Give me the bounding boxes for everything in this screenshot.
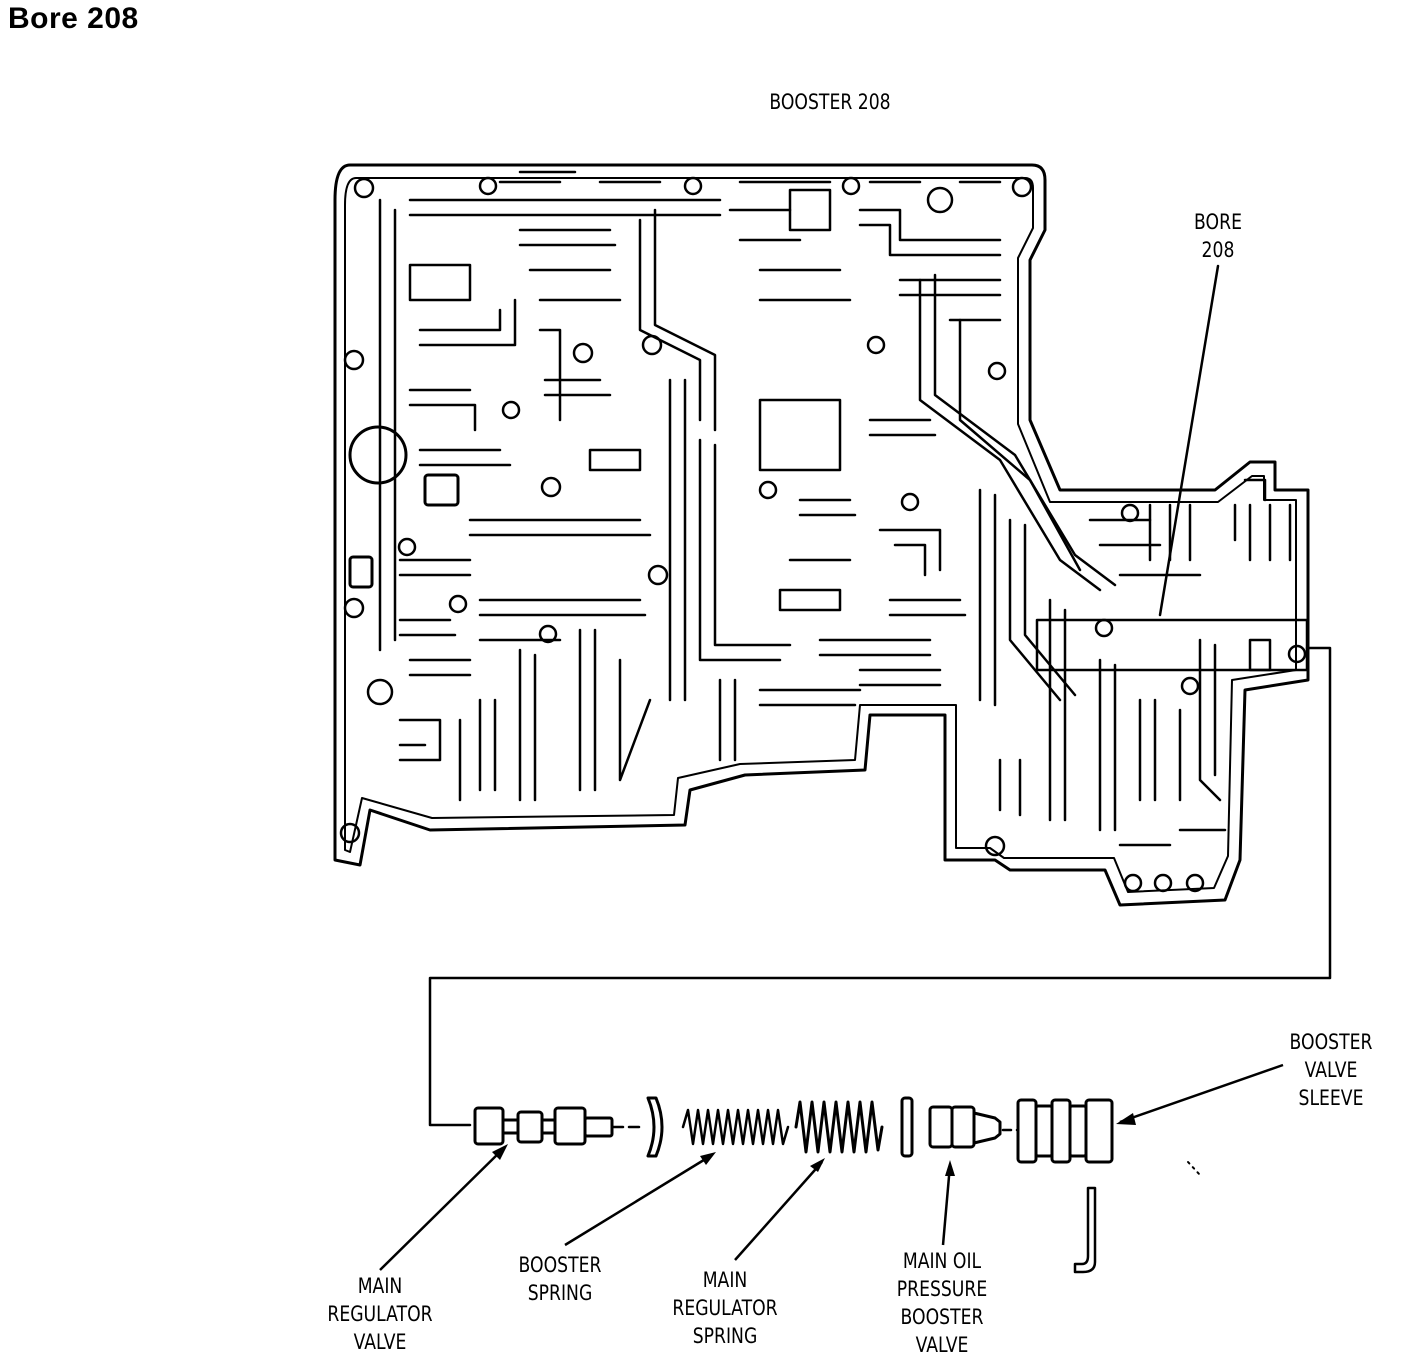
bore-label-line: BORE: [1194, 210, 1242, 234]
label-line: MAIN OIL: [902, 1249, 982, 1273]
main-regulator-valve-part: [473, 1106, 614, 1146]
label-line: BOOSTER: [900, 1305, 984, 1329]
label-line: SLEEVE: [1298, 1086, 1364, 1110]
header-label: BOOSTER 208: [756, 88, 904, 116]
label-line: PRESSURE: [896, 1277, 988, 1301]
page-title: Bore 208: [8, 2, 139, 35]
label-line: REGULATOR: [327, 1302, 433, 1326]
label-line: MAIN: [357, 1274, 403, 1298]
main-regulator-spring-label: MAIN REGULATOR SPRING: [659, 1266, 790, 1350]
label-line: VALVE: [915, 1333, 969, 1357]
valve-body-outline: [333, 163, 1310, 907]
label-line: VALVE: [1304, 1058, 1358, 1082]
label-line: SPRING: [692, 1324, 758, 1348]
bore-208-label: BORE 208: [1177, 208, 1259, 264]
bolt-holes: [339, 176, 1307, 893]
bore-208-box: [1035, 618, 1309, 672]
main-regulator-spring-part: [794, 1100, 884, 1154]
oil-passages: [378, 170, 1292, 847]
label-line: REGULATOR: [672, 1296, 778, 1320]
booster-spring-label: BOOSTER SPRING: [499, 1251, 622, 1307]
label-line: SPRING: [527, 1281, 593, 1305]
main-regulator-valve-label: MAIN REGULATOR VALVE: [314, 1272, 445, 1356]
booster-valve-sleeve-part: [1016, 1098, 1114, 1164]
label-line: BOOSTER: [1289, 1030, 1373, 1054]
main-oil-pressure-booster-valve-part: [928, 1105, 1002, 1149]
retaining-pin-part: [1073, 1186, 1097, 1274]
booster-valve-sleeve-label: BOOSTER VALVE SLEEVE: [1278, 1028, 1385, 1112]
main-oil-pressure-booster-valve-label: MAIN OIL PRESSURE BOOSTER VALVE: [876, 1247, 1007, 1359]
booster-spring-part: [681, 1108, 790, 1146]
bore-label-line: 208: [1201, 238, 1235, 262]
booster-spring-seat: [646, 1096, 664, 1158]
label-line: BOOSTER: [518, 1253, 602, 1277]
label-line: MAIN: [702, 1268, 748, 1292]
header-label-text: BOOSTER 208: [769, 90, 891, 114]
label-line: VALVE: [353, 1330, 407, 1354]
